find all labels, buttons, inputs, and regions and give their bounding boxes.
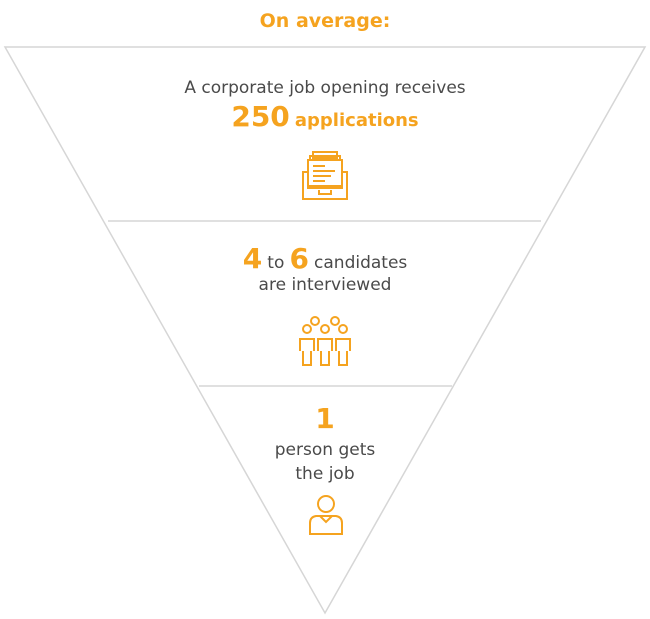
tier2-to: 6 [289,242,309,275]
tier2-from: 4 [242,242,263,275]
file-drawer-icon [302,151,348,200]
tier1-text: A corporate job opening receives [184,78,466,98]
tier3-text1: person gets [274,440,376,460]
tier1-number: 250 [231,100,290,133]
person-icon [309,495,343,535]
tier2-text2: are interviewed [258,275,392,295]
group-icon [299,316,351,366]
tier1-unit: applications [294,110,419,131]
tier3-number: 1 [315,402,335,435]
tier3-text2: the job [295,464,355,484]
tier1-stat: 250 applications [0,100,650,133]
tier2-stat: 4 to 6 candidates [0,242,650,275]
tier2-to-word: to [267,253,285,273]
title: On average: [259,10,391,32]
tier2-text1: candidates [314,253,408,273]
